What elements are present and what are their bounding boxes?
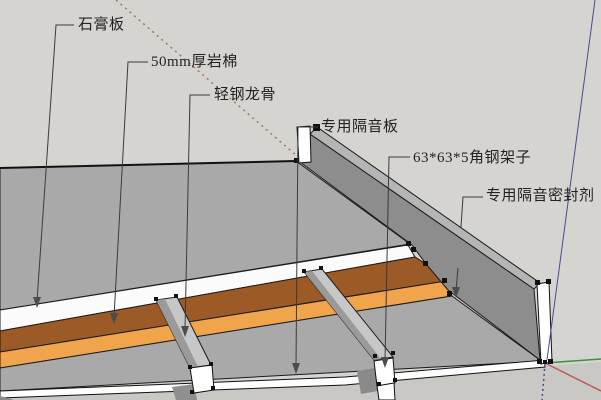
- keel-junction-shadow: [172, 384, 197, 400]
- gypsum-board-back-edge: [0, 160, 297, 169]
- keel-end-post-lower: [376, 382, 396, 400]
- label-gypsum-board: 石膏板: [78, 17, 125, 33]
- label-angle-steel: 63*63*5角钢架子: [413, 150, 532, 166]
- steel-keel-shadow: [156, 299, 198, 368]
- angle-steel-rail: [0, 359, 546, 399]
- leader-lines: [36, 24, 483, 368]
- wall-panel-top-edge: [309, 126, 541, 290]
- leader-gypsum-board: [36, 24, 74, 302]
- leader-arrowheads: [33, 287, 460, 374]
- label-steel-keel: 轻钢龙骨: [214, 87, 277, 103]
- keel-junction-shadow: [357, 368, 378, 394]
- leader-sealant-upper: [460, 196, 483, 228]
- label-sealant: 专用隔音密封剂: [486, 188, 595, 204]
- steel-keel-shadow: [304, 271, 381, 360]
- leader-steel-keel: [184, 94, 210, 331]
- green-axis: [544, 358, 601, 364]
- blue-axis-dotted: [541, 363, 546, 400]
- arrow-angle-steel: [381, 357, 389, 368]
- arrow-gypsum-board: [33, 297, 41, 308]
- wall-panel-face: [299, 133, 541, 362]
- leader-angle-steel: [384, 156, 410, 362]
- label-rock-wool: 50mm厚岩棉: [151, 54, 238, 70]
- arrow-sealant: [452, 287, 460, 298]
- arrow-soundproof-board: [292, 363, 300, 374]
- red-axis: [544, 362, 601, 392]
- arrow-rock-wool: [110, 313, 118, 324]
- keel-end-post: [189, 364, 215, 394]
- label-soundproof-board: 专用隔音板: [321, 119, 399, 135]
- blue-axis: [546, 0, 596, 361]
- leader-rock-wool: [113, 61, 148, 318]
- angle-steel-post-left: [296, 125, 312, 164]
- rail-left-shadow: [0, 396, 14, 400]
- arrow-steel-keel: [181, 326, 189, 337]
- leader-soundproof-board: [295, 126, 318, 368]
- red-axis-dotted: [115, 0, 298, 157]
